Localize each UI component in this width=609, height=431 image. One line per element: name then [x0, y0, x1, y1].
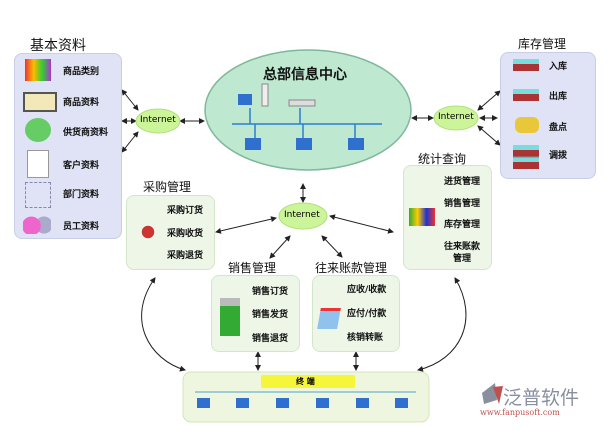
hq-computers: [238, 83, 364, 150]
basic-item[interactable]: 供货商资料: [63, 128, 109, 138]
basic-item[interactable]: 商品类别: [63, 67, 100, 77]
hq-title: 总部信息中心: [263, 67, 347, 83]
purchase-item[interactable]: 采购收货: [167, 229, 204, 239]
stats-item[interactable]: 进货管理: [444, 177, 481, 187]
inventory-item[interactable]: 入库: [549, 62, 568, 72]
stock-out-icon: [513, 89, 539, 101]
purchase-item[interactable]: 采购退货: [167, 251, 204, 261]
logo-name: 泛普软件: [503, 387, 580, 409]
accounts-title: 往来账款管理: [315, 261, 388, 275]
inventory-item[interactable]: 调拨: [549, 151, 568, 161]
stats-item[interactable]: 往来账款: [444, 242, 481, 252]
department-icon: [25, 182, 51, 208]
purchase-item[interactable]: 采购订货: [167, 206, 204, 216]
stocktake-icon: [515, 117, 539, 133]
chart-icon: [409, 208, 435, 226]
inventory-title: 库存管理: [518, 37, 567, 51]
stats-item[interactable]: 库存管理: [444, 220, 481, 230]
accounts-item[interactable]: 应付/付款: [347, 309, 387, 319]
category-icon: [25, 59, 51, 81]
product-icon: [23, 92, 57, 112]
accounts-item[interactable]: 应收/收款: [347, 285, 387, 295]
stats-title: 统计查询: [418, 152, 467, 166]
logo-url[interactable]: www.fanpusoft.com: [480, 408, 560, 417]
logo-icon: [482, 383, 497, 404]
stats-item[interactable]: 销售管理: [444, 199, 481, 209]
accounts-icon: [317, 308, 341, 329]
supplier-icon: [25, 118, 51, 142]
terminal-computers: [197, 398, 408, 408]
purchase-title: 采购管理: [143, 180, 192, 194]
basic-item[interactable]: 商品资料: [63, 98, 100, 108]
arrows: [121, 89, 501, 372]
purchase-box: 采购订货 采购收货 采购退货: [126, 195, 215, 270]
basic-title: 基本资料: [30, 38, 86, 54]
hq-network: [232, 108, 382, 140]
basic-item[interactable]: 客户资料: [63, 161, 100, 171]
customer-icon: [27, 150, 49, 178]
sales-item[interactable]: 销售订货: [252, 287, 289, 297]
sales-box: 销售订货 销售发货 销售退货: [211, 275, 300, 352]
terminal-box: [182, 371, 430, 423]
employee-icon: [23, 214, 51, 234]
internet-cloud-right: Internet: [438, 112, 474, 122]
terminal-label: 终 端: [296, 377, 315, 386]
purchase-icon: [137, 224, 159, 240]
basic-item[interactable]: 员工资料: [63, 222, 100, 232]
sales-title: 销售管理: [228, 261, 277, 275]
stats-box: 进货管理 销售管理 库存管理 往来账款 管理: [403, 165, 492, 270]
accounts-item[interactable]: 核销转账: [347, 333, 384, 343]
sales-item[interactable]: 销售退货: [252, 334, 289, 344]
inventory-item[interactable]: 盘点: [549, 123, 568, 133]
stats-item[interactable]: 管理: [453, 254, 472, 264]
transfer-icon: [513, 145, 539, 169]
internet-cloud-middle: Internet: [284, 210, 320, 220]
cloud-shapes: [135, 105, 479, 230]
truck-icon: [220, 298, 240, 336]
terminal-label-bg: [261, 375, 355, 388]
basic-item[interactable]: 部门资料: [63, 190, 100, 200]
inventory-box: 入库 出库 盘点 调拨: [500, 52, 596, 179]
inventory-item[interactable]: 出库: [549, 92, 568, 102]
basic-box: 商品类别 商品资料 供货商资料 客户资料 部门资料 员工资料: [14, 53, 122, 239]
sales-item[interactable]: 销售发货: [252, 310, 289, 320]
accounts-box: 应收/收款 应付/付款 核销转账: [312, 275, 400, 352]
internet-cloud-left: Internet: [140, 115, 176, 125]
stock-in-icon: [513, 59, 539, 71]
